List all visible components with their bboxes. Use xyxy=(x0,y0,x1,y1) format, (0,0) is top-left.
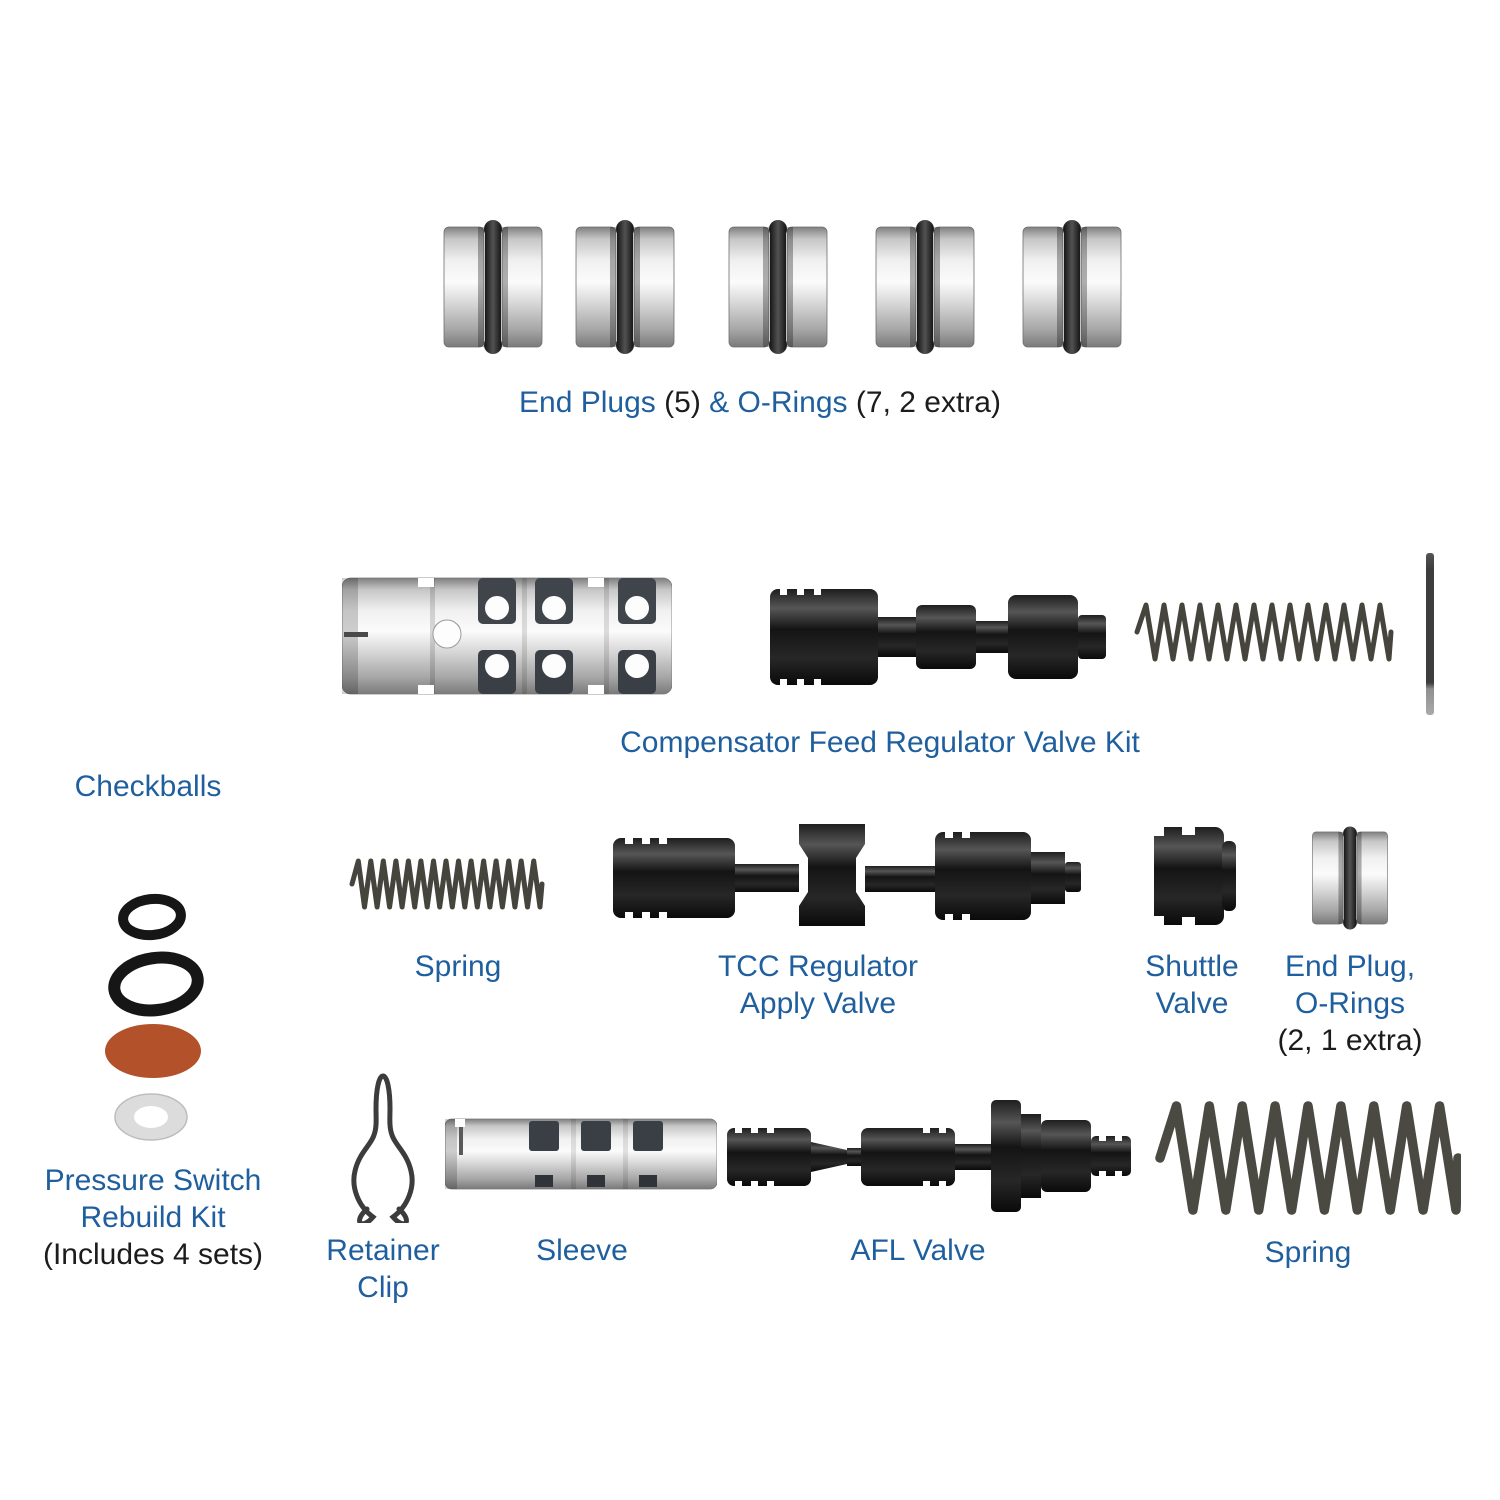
retainer-clip-label: Retainer Clip xyxy=(326,1234,440,1304)
checkball xyxy=(123,628,181,686)
mid-spring-illustration xyxy=(349,858,545,910)
mid-spring-label: Spring xyxy=(414,950,502,983)
compensator-spring-illustration xyxy=(1134,602,1394,662)
seal-disc-illustration xyxy=(105,1024,201,1078)
o-ring-small-illustration xyxy=(118,893,186,941)
end-plugs-label: End Plugs (5) & O-Rings (7, 2 extra) xyxy=(519,386,1001,419)
tcc-valve-label: TCC Regulator Apply Valve xyxy=(717,950,919,1020)
checkball xyxy=(201,692,259,750)
pin-illustration xyxy=(1426,553,1434,715)
end-plug-orings-label: End Plug, O-Rings (2, 1 extra) xyxy=(1277,950,1423,1057)
retainer-clip-illustration xyxy=(351,1073,415,1223)
sleeve-illustration xyxy=(445,1118,717,1190)
afl-valve-illustration xyxy=(727,1100,1131,1212)
o-ring-large-illustration xyxy=(108,951,204,1017)
end-plug-illustration xyxy=(443,218,543,356)
checkball xyxy=(201,625,259,683)
checkball xyxy=(44,699,102,757)
end-plug-illustration xyxy=(728,218,828,356)
compensator-sleeve-illustration xyxy=(342,577,672,695)
afl-valve-label: AFL Valve xyxy=(850,1234,986,1267)
washer-illustration xyxy=(114,1093,188,1141)
end-plug-illustration xyxy=(875,218,975,356)
compensator-kit-label: Compensator Feed Regulator Valve Kit xyxy=(620,726,1140,759)
compensator-valve-illustration xyxy=(770,589,1106,685)
sleeve-label: Sleeve xyxy=(536,1234,628,1267)
end-plug-small-illustration xyxy=(1306,825,1394,931)
shuttle-valve-illustration xyxy=(1154,827,1236,925)
checkball xyxy=(124,696,182,754)
end-plug-illustration xyxy=(575,218,675,356)
shuttle-valve-label: Shuttle Valve xyxy=(1145,950,1239,1020)
bottom-spring-label: Spring xyxy=(1264,1236,1352,1269)
checkballs-label: Checkballs xyxy=(74,770,222,803)
checkball xyxy=(43,631,101,689)
end-plug-illustration xyxy=(1022,218,1122,356)
pressure-switch-kit-label: Pressure Switch Rebuild Kit (Includes 4 … xyxy=(42,1164,264,1271)
bottom-spring-illustration xyxy=(1155,1101,1461,1215)
tcc-valve-illustration xyxy=(613,824,1081,926)
